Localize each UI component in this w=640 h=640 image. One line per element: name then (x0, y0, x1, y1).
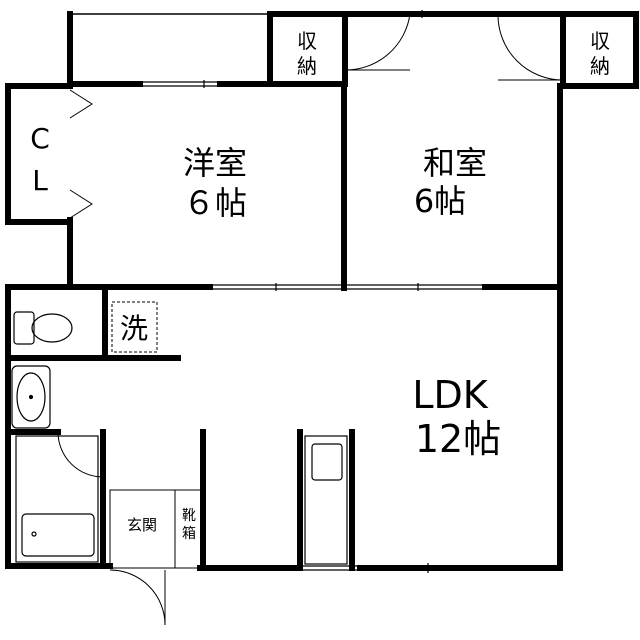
japanese-room-size: 6帖 (414, 182, 466, 220)
washroom-label: 洗 (120, 312, 148, 345)
walls (5, 11, 639, 571)
storage-right-line2: 納 (590, 54, 610, 78)
storage-right-line1: 収 (590, 29, 610, 53)
ldk-size: 12帖 (415, 417, 501, 461)
western-room-name: 洋室 (183, 144, 247, 182)
japanese-room-name: 和室 (423, 144, 487, 182)
entrance-label: 玄関 (127, 516, 157, 534)
kitchen-counter (304, 435, 348, 565)
washroom-box (111, 301, 158, 353)
door-swings (57, 13, 564, 626)
western-room-size: ６帖 (183, 184, 247, 222)
shoe-box-line2: 箱 (182, 526, 196, 542)
shoe-box-line1: 靴 (182, 508, 196, 524)
openings (140, 10, 500, 573)
closet-line2: L (32, 164, 48, 197)
storage-left-line2: 納 (297, 54, 317, 78)
toilet-fixture (13, 311, 73, 345)
closet-line1: C (30, 122, 50, 155)
storage-left-line1: 収 (297, 29, 317, 53)
washbasin-fixture (11, 365, 51, 429)
entrance-area (109, 489, 204, 569)
bathtub-fixture (15, 435, 99, 563)
ldk-name: LDK (412, 373, 488, 417)
